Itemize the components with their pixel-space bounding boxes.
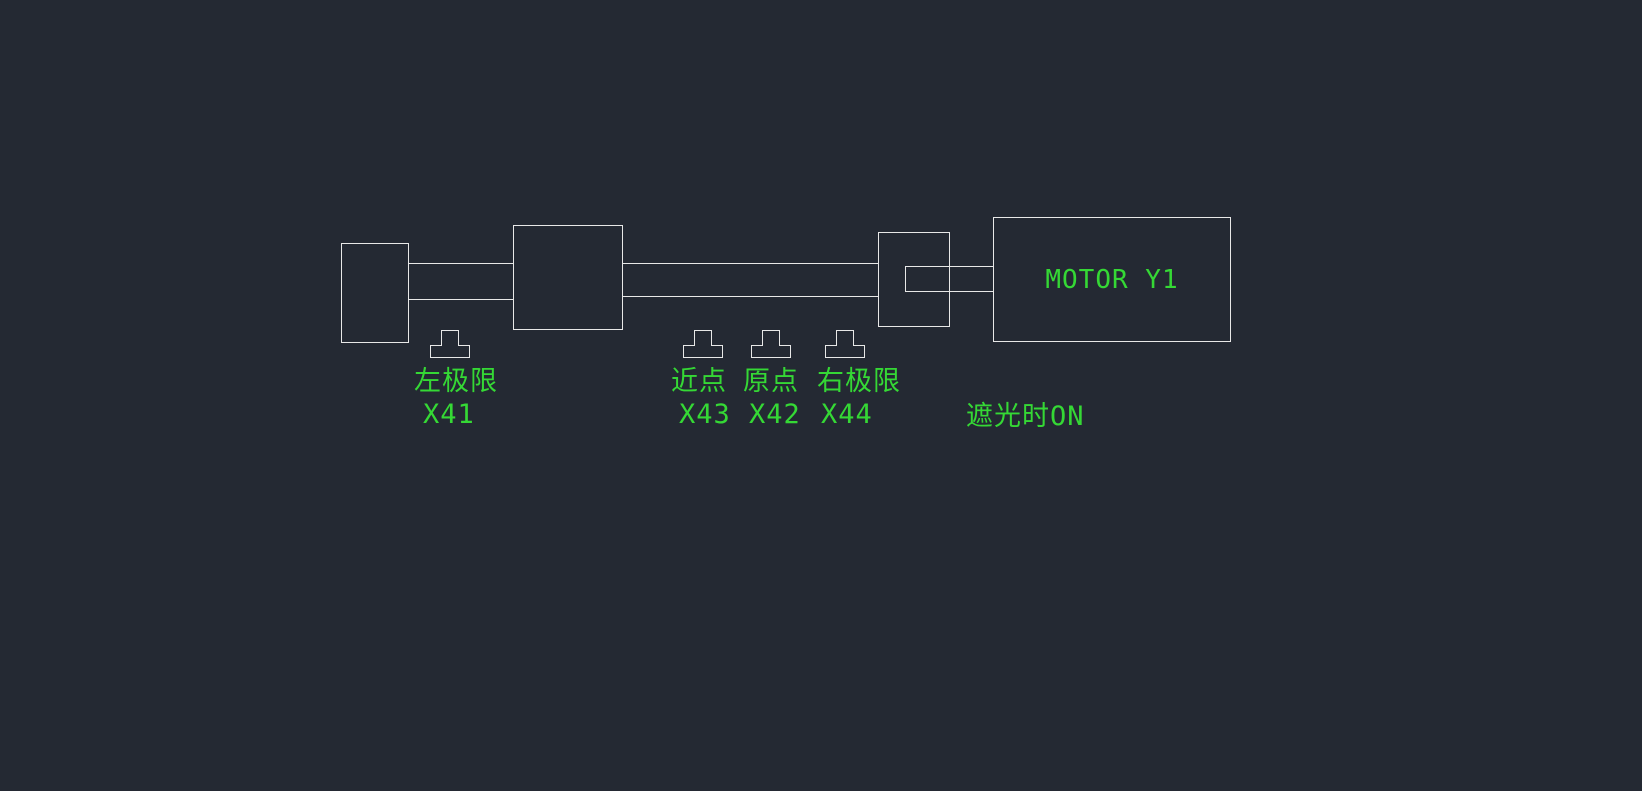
label-origin: 原点 [743, 366, 799, 397]
shaft-main-segment [623, 263, 878, 297]
code-left-limit: X41 [423, 399, 475, 430]
label-near-point: 近点 [671, 366, 727, 397]
motor-shaft-segment [905, 266, 993, 292]
coupling-block [878, 232, 950, 327]
label-left-limit: 左极限 [414, 366, 498, 397]
slider-block [513, 225, 623, 330]
code-near-point: X43 [679, 399, 731, 430]
left-limit-sensor-icon [430, 330, 470, 358]
code-right-limit: X44 [821, 399, 873, 430]
code-origin: X42 [749, 399, 801, 430]
label-right-limit: 右极限 [817, 366, 901, 397]
right-limit-sensor-icon [825, 330, 865, 358]
motor-block: MOTOR Y1 [993, 217, 1231, 342]
origin-sensor-icon [751, 330, 791, 358]
left-end-block [341, 243, 409, 343]
shade-on-note: 遮光时ON [966, 401, 1085, 432]
shaft-left-segment [409, 263, 513, 300]
motor-label: MOTOR Y1 [1045, 264, 1179, 295]
near-point-sensor-icon [683, 330, 723, 358]
